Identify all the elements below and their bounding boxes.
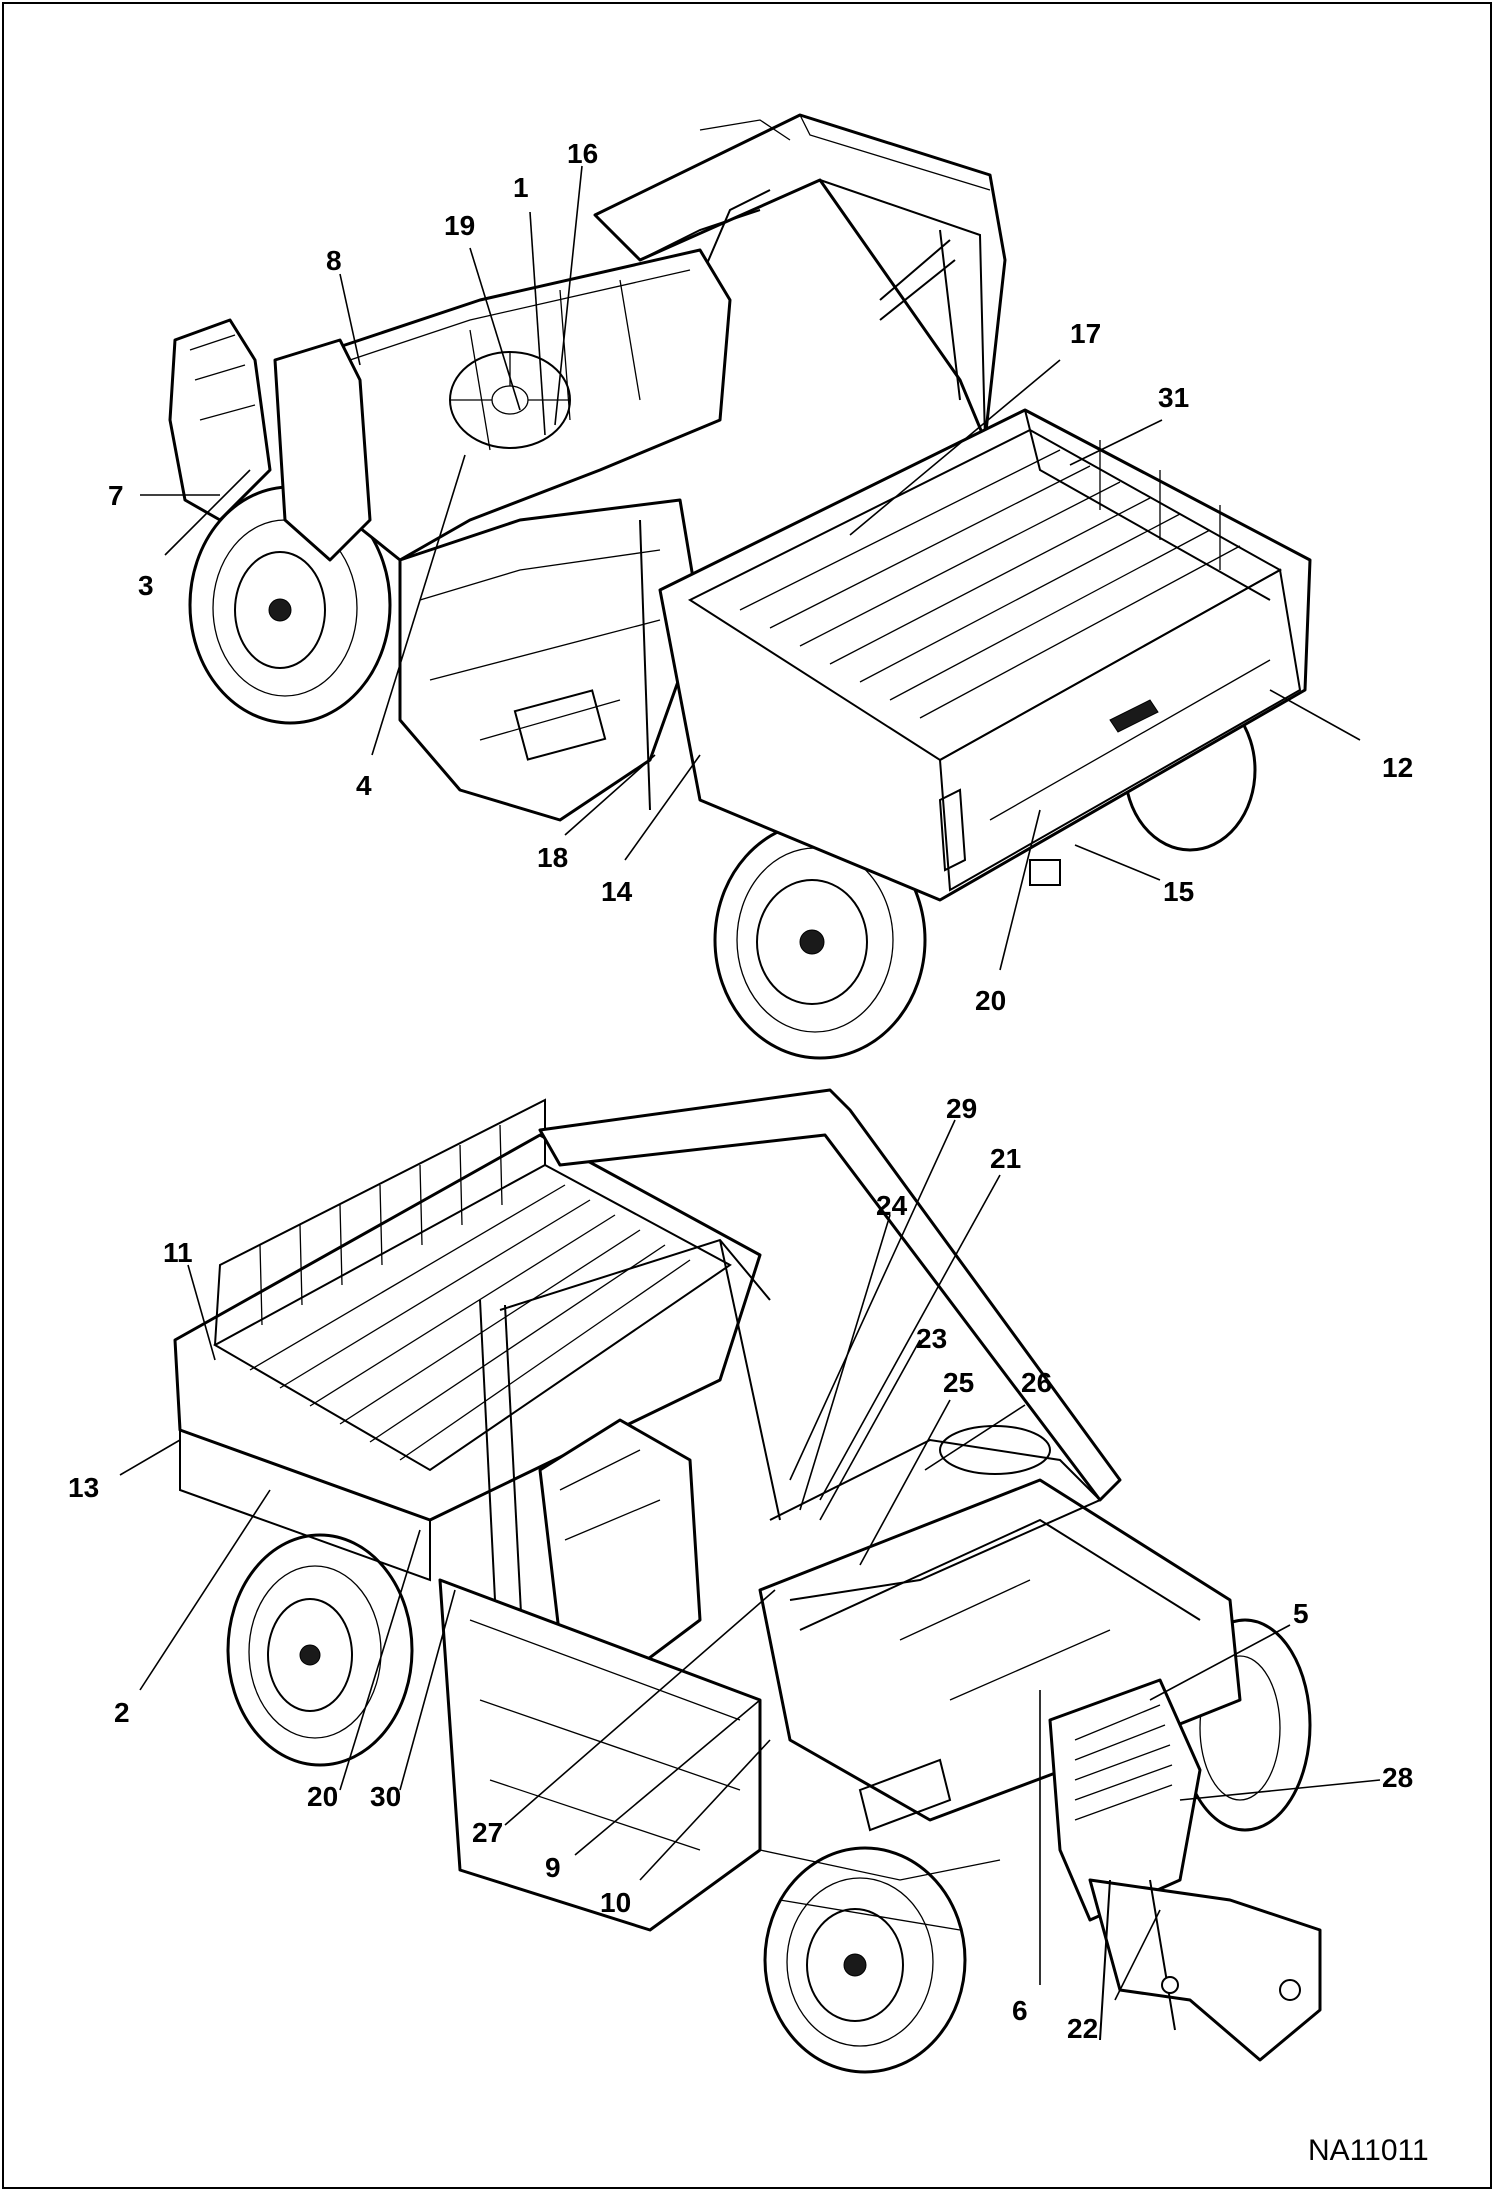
callout-bottom-27: 27: [472, 1817, 503, 1848]
callout-top-18: 18: [537, 842, 568, 873]
callout-top-20: 20: [975, 985, 1006, 1016]
bottom-callouts: 29 21 24 11 23 25 26 13 5 2 28 20 30 27 …: [68, 1093, 1413, 2044]
callout-top-16: 16: [567, 138, 598, 169]
callout-bottom-30: 30: [370, 1781, 401, 1812]
callout-top-31: 31: [1158, 382, 1189, 413]
figure-reference-id: NA11011: [1308, 2134, 1429, 2167]
callout-top-14: 14: [601, 876, 633, 907]
callout-top-15: 15: [1163, 876, 1194, 907]
callout-top-8: 8: [326, 245, 342, 276]
top-vehicle-illustration: [168, 113, 1312, 1060]
leader-lines: [119, 165, 1381, 2001]
callout-bottom-11: 11: [163, 1237, 193, 1268]
callout-bottom-9: 9: [545, 1852, 561, 1883]
top-callouts: 1 16 19 8 17 31 7 3 12 4 18 14 15 20: [108, 138, 1413, 1016]
callout-top-1: 1: [513, 172, 529, 203]
callout-bottom-5: 5: [1293, 1598, 1309, 1629]
bottom-vehicle-illustration: [173, 1088, 1322, 2074]
callout-bottom-6: 6: [1012, 1995, 1028, 2026]
callout-bottom-23: 23: [916, 1323, 947, 1354]
callout-bottom-26: 26: [1021, 1367, 1052, 1398]
callout-bottom-2: 2: [114, 1697, 130, 1728]
callout-bottom-10: 10: [600, 1887, 631, 1918]
top-rear-tire: [713, 820, 927, 1060]
callout-bottom-13: 13: [68, 1472, 99, 1503]
callout-top-12: 12: [1382, 752, 1413, 783]
callout-bottom-29: 29: [946, 1093, 977, 1124]
callout-top-17: 17: [1070, 318, 1101, 349]
bottom-rear-tire: [226, 1533, 414, 1767]
top-bed-slats: [739, 449, 1241, 719]
bottom-grille: [1074, 1704, 1173, 1821]
callout-bottom-22: 22: [1067, 2013, 1098, 2044]
callout-bottom-21: 21: [990, 1143, 1021, 1174]
callout-bottom-28: 28: [1382, 1762, 1413, 1793]
callout-bottom-24: 24: [876, 1190, 908, 1221]
callout-top-19: 19: [444, 210, 475, 241]
bottom-bed-slats: [249, 1184, 691, 1461]
callout-top-4: 4: [356, 770, 372, 801]
callout-top-7: 7: [108, 480, 124, 511]
callout-bottom-20: 20: [307, 1781, 338, 1812]
callout-top-3: 3: [138, 570, 154, 601]
bottom-front-tire: [763, 1846, 967, 2074]
callout-bottom-25: 25: [943, 1367, 974, 1398]
